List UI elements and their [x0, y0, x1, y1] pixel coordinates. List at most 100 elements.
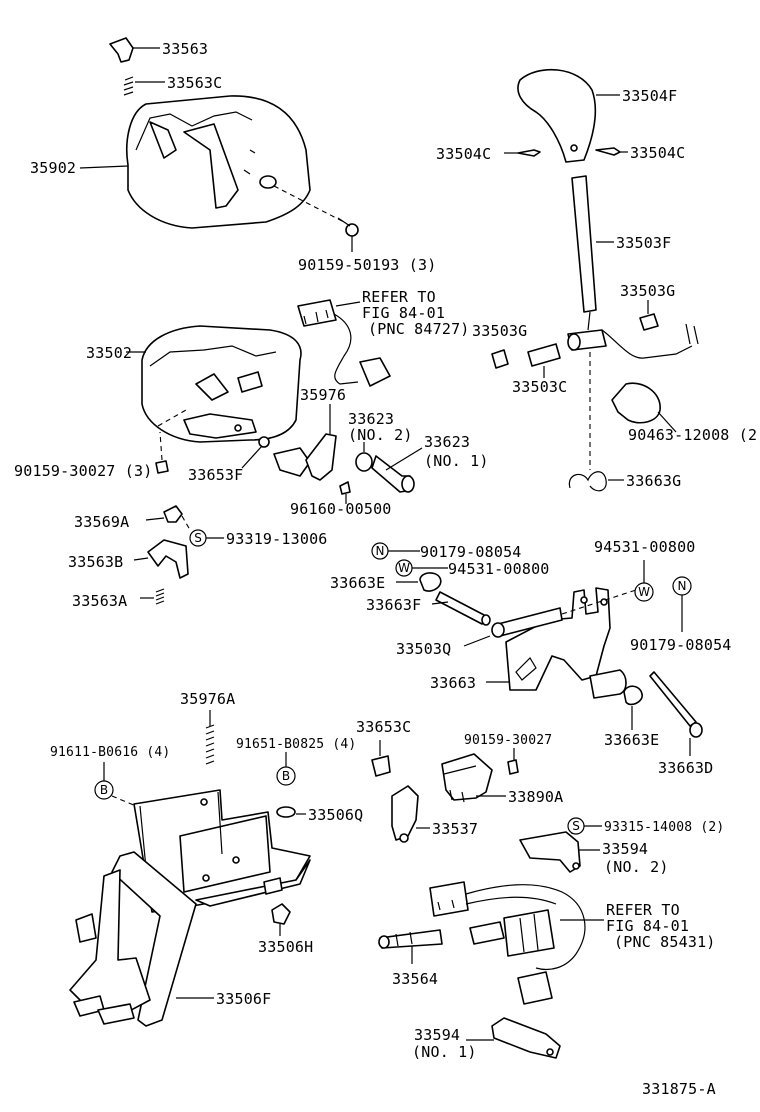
- symbol-s-93315: S: [567, 817, 602, 835]
- connector-refer-84727: [297, 299, 391, 387]
- label-90463-12008: 90463-12008 (2): [628, 426, 760, 444]
- screw-90159-50193: [337, 217, 359, 252]
- harness-refer-85431: [429, 881, 604, 1005]
- label-91611-B0616: 91611-B0616 (4): [50, 745, 170, 760]
- label-33502: 33502: [86, 344, 132, 362]
- knob-screw-right: [595, 147, 628, 156]
- symbol-b-91611: B: [94, 762, 137, 807]
- label-pnc-84727: (PNC 84727): [368, 320, 470, 338]
- label-90179-08054-b: 90179-08054: [630, 636, 732, 654]
- label-33506H: 33506H: [258, 938, 313, 956]
- label-fig-84-01-1: FIG 84-01: [362, 304, 445, 322]
- spring-33563A: [140, 588, 165, 605]
- label-pnc-85431: (PNC 85431): [614, 933, 716, 951]
- bracket-33594-no2: [519, 824, 600, 873]
- label-93315-14008: 93315-14008 (2): [604, 820, 724, 835]
- label-33563C: 33563C: [167, 74, 222, 92]
- label-33663E-a: 33663E: [330, 574, 385, 592]
- screw-90159-30027: [507, 748, 519, 775]
- label-33503C: 33503C: [512, 378, 567, 396]
- label-94531-00800-b: 94531-00800: [594, 538, 696, 556]
- console-cover-35902: [79, 95, 345, 229]
- label-33594-no2: 33594: [602, 840, 648, 858]
- label-96160-00500: 96160-00500: [290, 500, 392, 518]
- label-33504C-right: 33504C: [630, 144, 685, 162]
- spring-33563C: [123, 76, 165, 96]
- symbol-b-91651: B: [276, 752, 296, 786]
- label-fig-84-01-2: FIG 84-01: [606, 917, 689, 935]
- label-35976: 35976: [300, 386, 346, 404]
- label-35902: 35902: [30, 159, 76, 177]
- label-33663G: 33663G: [626, 472, 681, 490]
- label-33653F: 33653F: [188, 466, 243, 484]
- symbol-text: N: [376, 544, 385, 558]
- label-33506Q: 33506Q: [308, 806, 363, 824]
- label-33594-no1-sub: (NO. 1): [412, 1043, 477, 1061]
- label-33503G-left: 33503G: [472, 322, 527, 340]
- label-33890A: 33890A: [508, 788, 563, 806]
- label-33663: 33663: [430, 674, 476, 692]
- bolt-33623-no1: [371, 447, 423, 493]
- clip-33569A: [145, 505, 191, 531]
- label-33623-no1-sub: (NO. 1): [424, 452, 489, 470]
- switch-33890A: [441, 753, 506, 803]
- label-33503Q: 33503Q: [396, 640, 451, 658]
- sensor-33564: [378, 929, 443, 964]
- label-94531-00800-a: 94531-00800: [448, 560, 550, 578]
- label-33537: 33537: [432, 820, 478, 838]
- spring-33663G: [568, 471, 624, 492]
- shift-knob-33504F: [517, 68, 620, 163]
- bolt-33506H: [271, 903, 291, 936]
- label-93319-13006: 93319-13006: [226, 530, 328, 548]
- shift-bracket-33663: [486, 587, 627, 699]
- spring-35976A: [205, 710, 215, 765]
- label-90179-08054-a: 90179-08054: [420, 543, 522, 561]
- symbol-text: N: [678, 579, 687, 593]
- bushing-33623-no2: [355, 442, 373, 472]
- label-33564: 33564: [392, 970, 438, 988]
- knob-clip-33563: [109, 37, 160, 63]
- symbol-n-90179-b: N: [672, 576, 692, 632]
- pin-33663F: [431, 591, 491, 626]
- label-33653C: 33653C: [356, 718, 411, 736]
- label-33563B: 33563B: [68, 553, 123, 571]
- label-91651-B0825: 91651-B0825 (4): [236, 737, 356, 752]
- label-refer-to-2: REFER TO: [606, 901, 680, 919]
- symbol-text: B: [282, 769, 290, 783]
- washer-33663E-a: [396, 572, 442, 592]
- label-33563A: 33563A: [72, 592, 127, 610]
- label-33663F: 33663F: [366, 596, 421, 614]
- label-90159-30027-3: 90159-30027 (3): [14, 462, 152, 480]
- nut-96160-00500: [339, 481, 351, 504]
- screw-90159-30027-3: [155, 431, 169, 474]
- clamp-90463-12008: [611, 382, 677, 433]
- pin-33653F: [241, 436, 270, 469]
- figure-code: 331875-A: [642, 1080, 716, 1098]
- label-33594-no1: 33594: [414, 1026, 460, 1044]
- washer-33663E-b: [623, 685, 643, 730]
- label-33623-no1: 33623: [424, 433, 470, 451]
- bolt-33503Q: [463, 589, 637, 647]
- label-35976A: 35976A: [180, 690, 235, 708]
- symbol-w-94531-a: W: [395, 559, 448, 577]
- label-33563: 33563: [162, 40, 208, 58]
- label-33506F: 33506F: [216, 990, 271, 1008]
- shift-housing-33502: [126, 325, 302, 443]
- switch-33537: [391, 785, 430, 843]
- shift-lever-33503F: [567, 175, 699, 359]
- bushing-33503C: [527, 343, 561, 378]
- symbol-text: B: [100, 783, 108, 797]
- base-bracket-33506F: [69, 789, 311, 1027]
- label-33623-no2: 33623: [348, 410, 394, 428]
- bracket-33563B: [133, 539, 189, 579]
- label-33663E-b: 33663E: [604, 731, 659, 749]
- label-33569A: 33569A: [74, 513, 129, 531]
- symbol-text: S: [572, 819, 580, 833]
- label-90159-30027: 90159-30027: [464, 733, 552, 748]
- symbol-n-90179-a: N: [371, 542, 420, 560]
- label-33663D: 33663D: [658, 759, 713, 777]
- label-33504C-left: 33504C: [436, 145, 491, 163]
- symbol-text: S: [194, 531, 202, 545]
